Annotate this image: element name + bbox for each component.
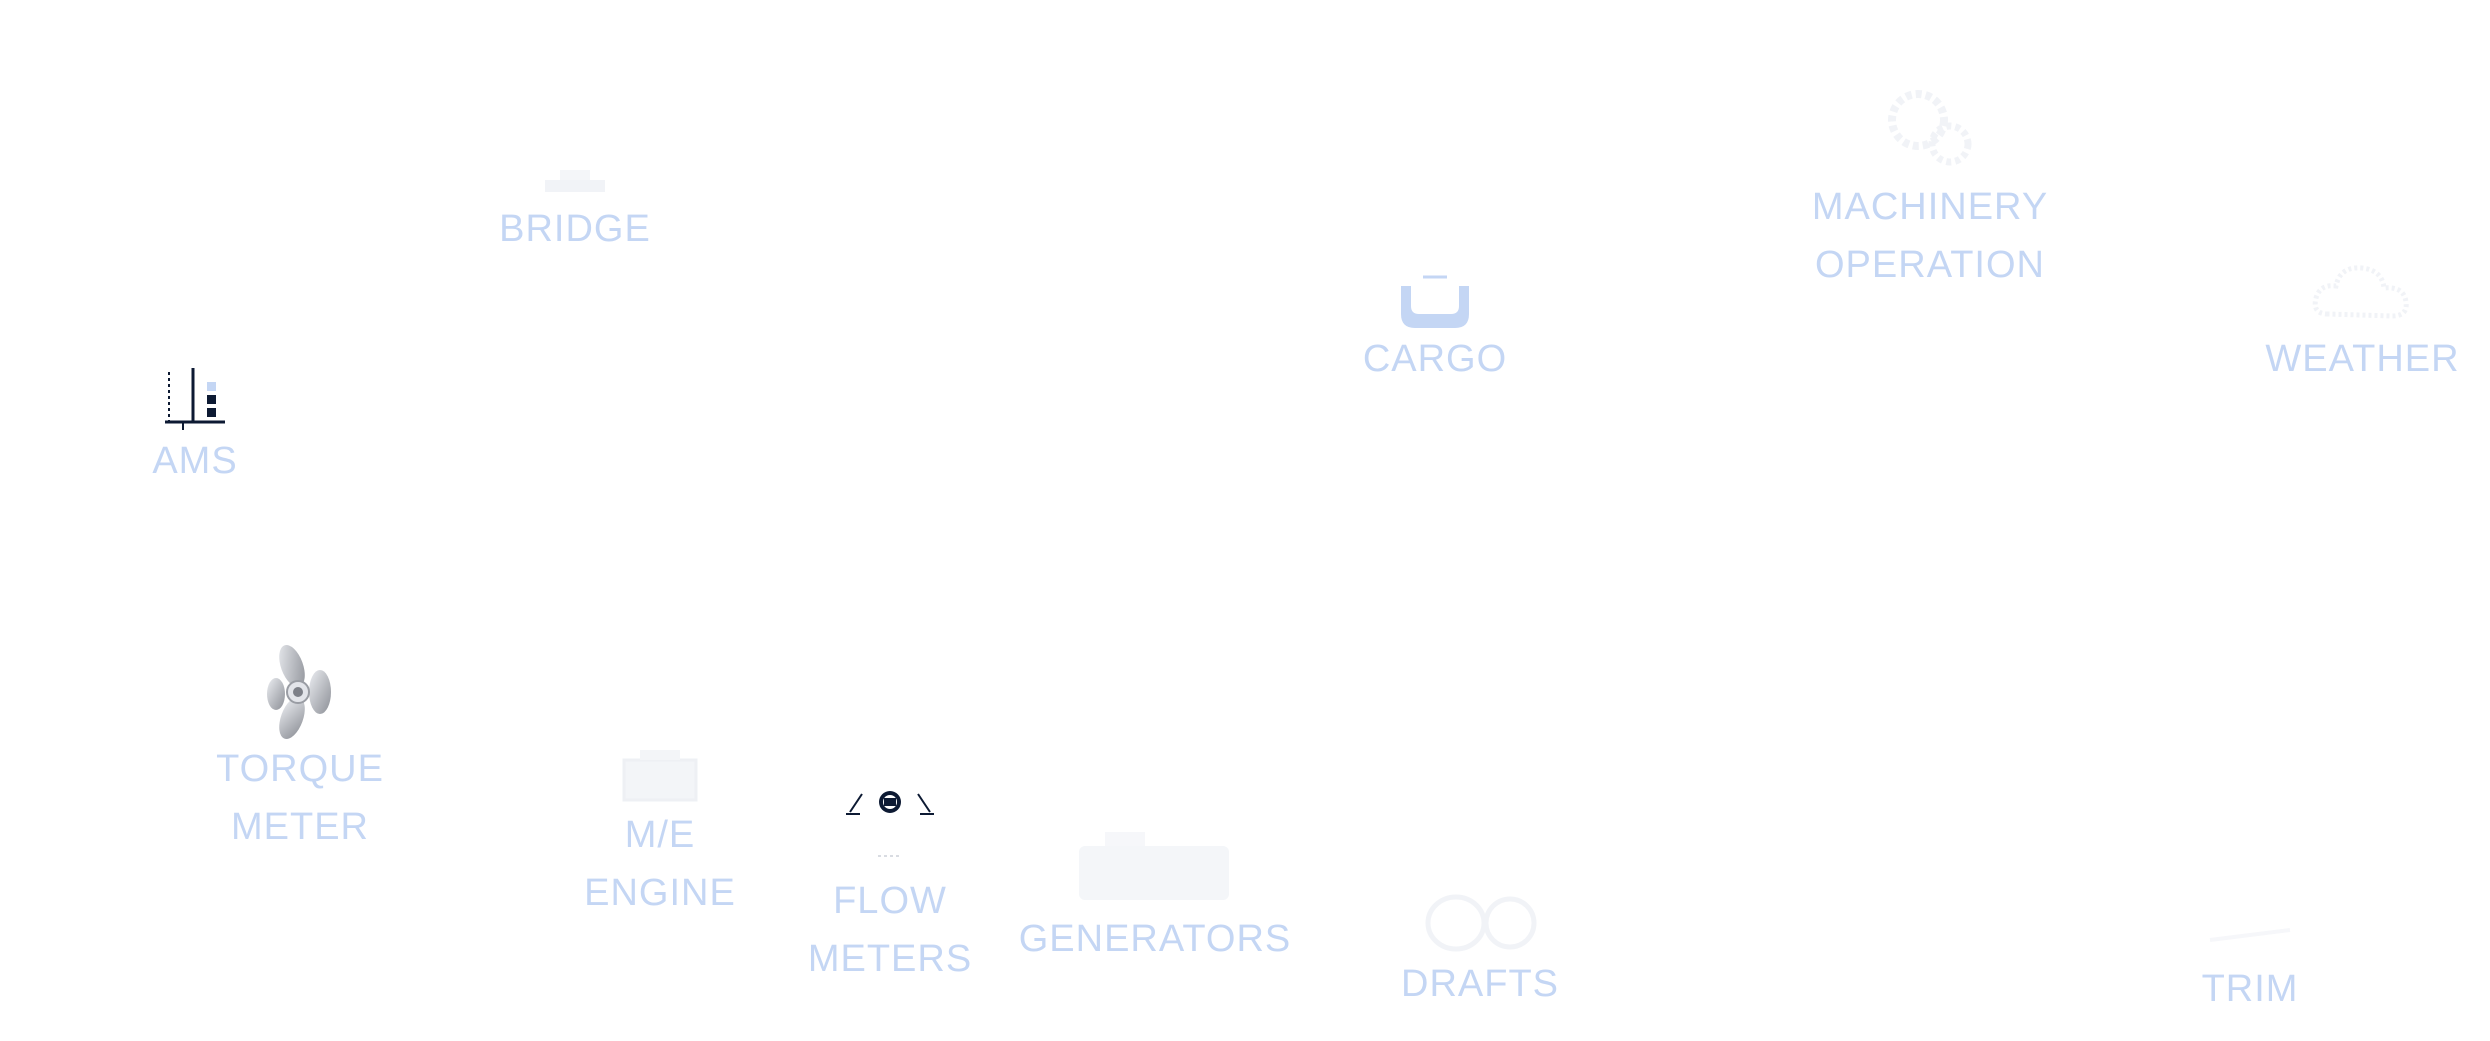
tile-cargo-label: CARGO bbox=[1362, 338, 1508, 380]
cloud-icon bbox=[2308, 250, 2418, 330]
tile-me-engine-label: M/E ENGINE bbox=[584, 814, 736, 914]
bar-chart-icon bbox=[163, 360, 227, 432]
tile-trim[interactable]: TRIM bbox=[2180, 890, 2320, 1018]
tile-me-engine[interactable]: M/E ENGINE bbox=[560, 740, 760, 922]
cargo-icon bbox=[1395, 270, 1475, 330]
tile-machinery-operation[interactable]: MACHINERY OPERATION bbox=[1790, 80, 2070, 294]
tile-weather[interactable]: WEATHER bbox=[2265, 250, 2460, 388]
tile-bridge[interactable]: BRIDGE bbox=[480, 150, 670, 258]
tile-ams[interactable]: AMS bbox=[125, 360, 265, 490]
flow-meter-icon bbox=[840, 780, 940, 872]
ship-bridge-icon bbox=[535, 150, 615, 200]
generator-icon bbox=[1065, 820, 1245, 910]
tile-drafts-label: DRAFTS bbox=[1401, 963, 1559, 1005]
tile-flow-meters-label: FLOW METERS bbox=[807, 880, 973, 980]
gears-icon bbox=[1880, 80, 1980, 178]
tile-generators[interactable]: GENERATORS bbox=[1018, 820, 1292, 968]
tile-cargo[interactable]: CARGO bbox=[1345, 270, 1525, 388]
tile-trim-label: TRIM bbox=[2201, 968, 2299, 1010]
propeller-icon bbox=[262, 640, 338, 740]
tile-torque-meter[interactable]: TORQUE METER bbox=[195, 640, 405, 856]
hull-draft-icon bbox=[1410, 885, 1550, 955]
tile-generators-label: GENERATORS bbox=[1018, 918, 1292, 960]
engine-icon bbox=[610, 740, 710, 806]
tile-weather-label: WEATHER bbox=[2265, 338, 2460, 380]
tile-drafts[interactable]: DRAFTS bbox=[1395, 885, 1565, 1013]
tile-flow-meters[interactable]: FLOW METERS bbox=[800, 780, 980, 988]
tile-bridge-label: BRIDGE bbox=[499, 208, 651, 250]
trim-icon bbox=[2200, 890, 2300, 960]
tile-torque-label: TORQUE METER bbox=[216, 748, 384, 848]
tile-machinery-label: MACHINERY OPERATION bbox=[1811, 186, 2049, 286]
tile-ams-label: AMS bbox=[152, 440, 238, 482]
